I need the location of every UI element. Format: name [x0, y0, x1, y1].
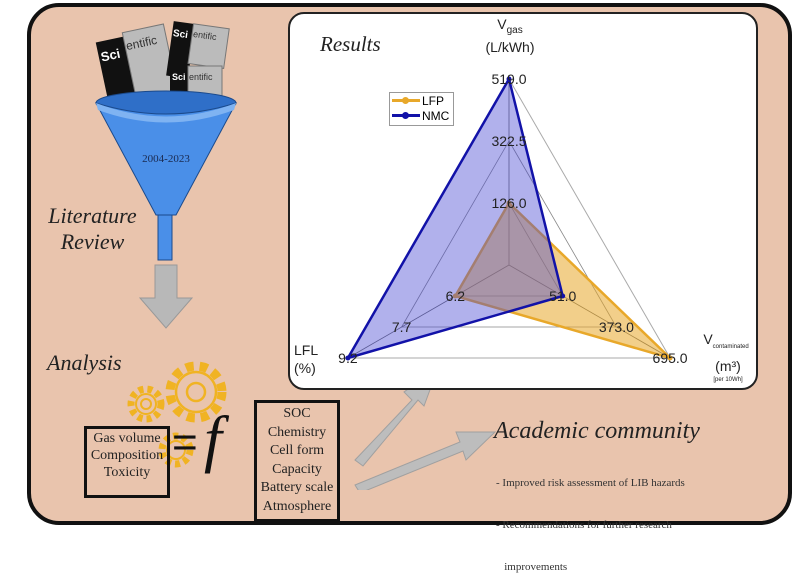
tick-label: 322.5 [491, 133, 526, 149]
output-composition: Composition [90, 448, 164, 463]
input-cell-form: Cell form [269, 443, 325, 458]
tick-label: 6.2 [446, 288, 466, 304]
tick-label: 126.0 [491, 195, 526, 211]
svg-text:entific: entific [125, 33, 159, 53]
input-atmosphere: Atmosphere [262, 498, 332, 514]
legend-item-lfp: LFP [390, 93, 453, 108]
equals-sign: = [172, 418, 198, 467]
journal-2: Sci entific [166, 21, 230, 79]
bullet-risk-assessment: - Improved risk assessment of LIB hazard… [496, 477, 685, 489]
tick-label: 519.0 [491, 71, 526, 87]
legend-label-nmc: NMC [422, 108, 450, 123]
tick-label: 51.0 [549, 288, 576, 304]
data-point-nmc-1 [560, 293, 566, 299]
input-soc: SOC [283, 406, 311, 421]
analysis-title: Analysis [47, 350, 122, 375]
svg-text:Sci: Sci [99, 46, 121, 65]
input-capacity: Capacity [272, 461, 322, 477]
axis-title-vcontaminated: Vcontaminated (m³) [per 10Wh] [703, 331, 749, 383]
svg-text:Sci: Sci [172, 28, 189, 41]
series-area-lfp [454, 201, 672, 360]
gears-icon [127, 361, 227, 468]
input-list: SOC Chemistry Cell form Capacity Battery… [254, 405, 340, 516]
tick-label: 373.0 [599, 319, 634, 335]
legend-label-lfp: LFP [422, 93, 445, 108]
chart-title: Results [320, 32, 381, 56]
literature-review-title: Literature Review [30, 203, 155, 255]
svg-text:entific: entific [192, 29, 217, 42]
input-battery-scale: Battery scale [260, 480, 334, 495]
data-point-nmc-2 [345, 355, 351, 361]
results-chart: Results 126.0 322.5 519.0 51.0 373.0 695.0 6.2… [288, 12, 758, 390]
data-point-lfp-1 [667, 355, 673, 361]
literature-title-line2: Review [60, 229, 125, 254]
funnel-illustration: Sci entific Sci entific Sci entific 2004… [94, 21, 238, 329]
data-point-lfp-0 [506, 200, 512, 206]
legend-swatch-nmc [392, 112, 420, 119]
output-toxicity: Toxicity [103, 465, 151, 480]
grid-ring-2 [400, 140, 618, 328]
chart-legend: LFP NMC [389, 92, 454, 126]
data-point-lfp-2 [452, 293, 458, 299]
year-range: 2004-2023 [142, 153, 190, 165]
svg-text:entific: entific [189, 72, 213, 82]
academic-bullets: - Improved risk assessment of LIB hazard… [496, 448, 685, 588]
input-chemistry: Chemistry [267, 424, 327, 440]
input-bracket [254, 400, 340, 522]
legend-item-nmc: NMC [390, 108, 453, 123]
arrow-to-community-icon [354, 431, 497, 490]
radar-plot: 126.0 322.5 519.0 51.0 373.0 695.0 6.2 7.7 9.2 [338, 71, 688, 366]
output-list: Gas volume Composition Toxicity [84, 430, 170, 481]
series-area-nmc [346, 77, 564, 360]
down-arrow-icon [138, 264, 194, 329]
output-gas-volume: Gas volume [93, 431, 161, 446]
bullet-improvements: improvements [496, 561, 568, 573]
literature-title-line1: Literature [48, 203, 137, 228]
axis-title-vgas: Vgas (L/kWh) [485, 16, 535, 55]
data-point-nmc-0 [506, 76, 512, 82]
function-symbol: f [204, 403, 222, 474]
tick-label: 9.2 [338, 350, 358, 366]
svg-text:Sci: Sci [172, 72, 186, 82]
bullet-recommendations: - Recommendations for further research [496, 519, 672, 531]
tick-label: 695.0 [653, 350, 688, 366]
output-bracket [84, 426, 170, 498]
legend-swatch-lfp [392, 97, 420, 104]
academic-community-title: Academic community [494, 418, 700, 444]
axis-title-lfl: LFL (%) [294, 342, 319, 376]
tick-label: 7.7 [392, 319, 412, 335]
